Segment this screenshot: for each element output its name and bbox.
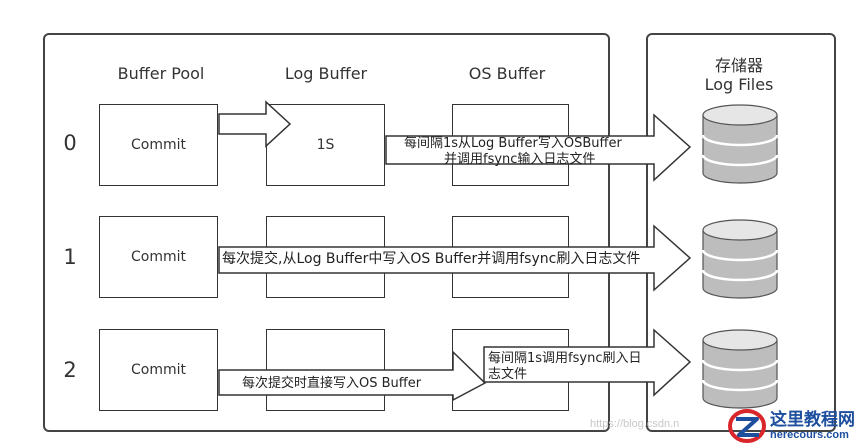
commit-box-row1: Commit xyxy=(99,216,218,298)
commit-box-row2: Commit xyxy=(99,329,218,411)
arrow-commit-to-osbuffer-row2 xyxy=(218,350,487,402)
os-label-row2-line1: 每间隔1s调用fsync刷入日 xyxy=(488,351,642,366)
os-label-row2-line2: 志文件 xyxy=(488,367,528,382)
arrow-label-row2: 每次提交时直接写入OS Buffer xyxy=(242,376,422,391)
storage-subtitle: Log Files xyxy=(704,75,774,94)
log-buffer-header: Log Buffer xyxy=(284,64,368,83)
buffer-pool-header: Buffer Pool xyxy=(117,64,205,83)
database-icon-row2 xyxy=(701,329,779,409)
arrow-label-row1: 每次提交,从Log Buffer中写入OS Buffer并调用fsync刷入日志… xyxy=(222,251,641,267)
site-watermark-title: 这里教程网 xyxy=(770,410,855,430)
database-icon-row0 xyxy=(701,104,779,184)
row-label-0: 0 xyxy=(63,131,77,155)
site-watermark-subtitle: herecours.com xyxy=(770,429,849,441)
database-icon-row1 xyxy=(701,219,779,299)
os-buffer-header: OS Buffer xyxy=(468,64,546,83)
row-label-2: 2 xyxy=(63,358,77,382)
arrow-osbuffer-to-logfiles-row2 xyxy=(483,328,692,397)
arrow-label-row0-line2: 并调用fsync输入日志文件 xyxy=(444,152,596,167)
url-watermark: https://blog.csdn.n xyxy=(590,418,680,430)
row-label-1: 1 xyxy=(63,245,77,269)
commit-box-row0: Commit xyxy=(99,104,218,186)
site-watermark: 这里教程网 herecours.com xyxy=(727,407,855,445)
arrow-label-row0-line1: 每间隔1s从Log Buffer写入OSBuffer xyxy=(404,136,622,151)
storage-title: 存储器 xyxy=(714,56,764,75)
log-buffer-box-row0: 1S xyxy=(266,104,385,186)
site-logo-icon xyxy=(728,409,766,443)
arrow-logbuffer-to-logfiles-row0 xyxy=(385,113,692,182)
arrow-commit-to-logbuffer-row0 xyxy=(218,100,292,148)
arrow-commit-to-logfiles-row1 xyxy=(218,224,692,292)
